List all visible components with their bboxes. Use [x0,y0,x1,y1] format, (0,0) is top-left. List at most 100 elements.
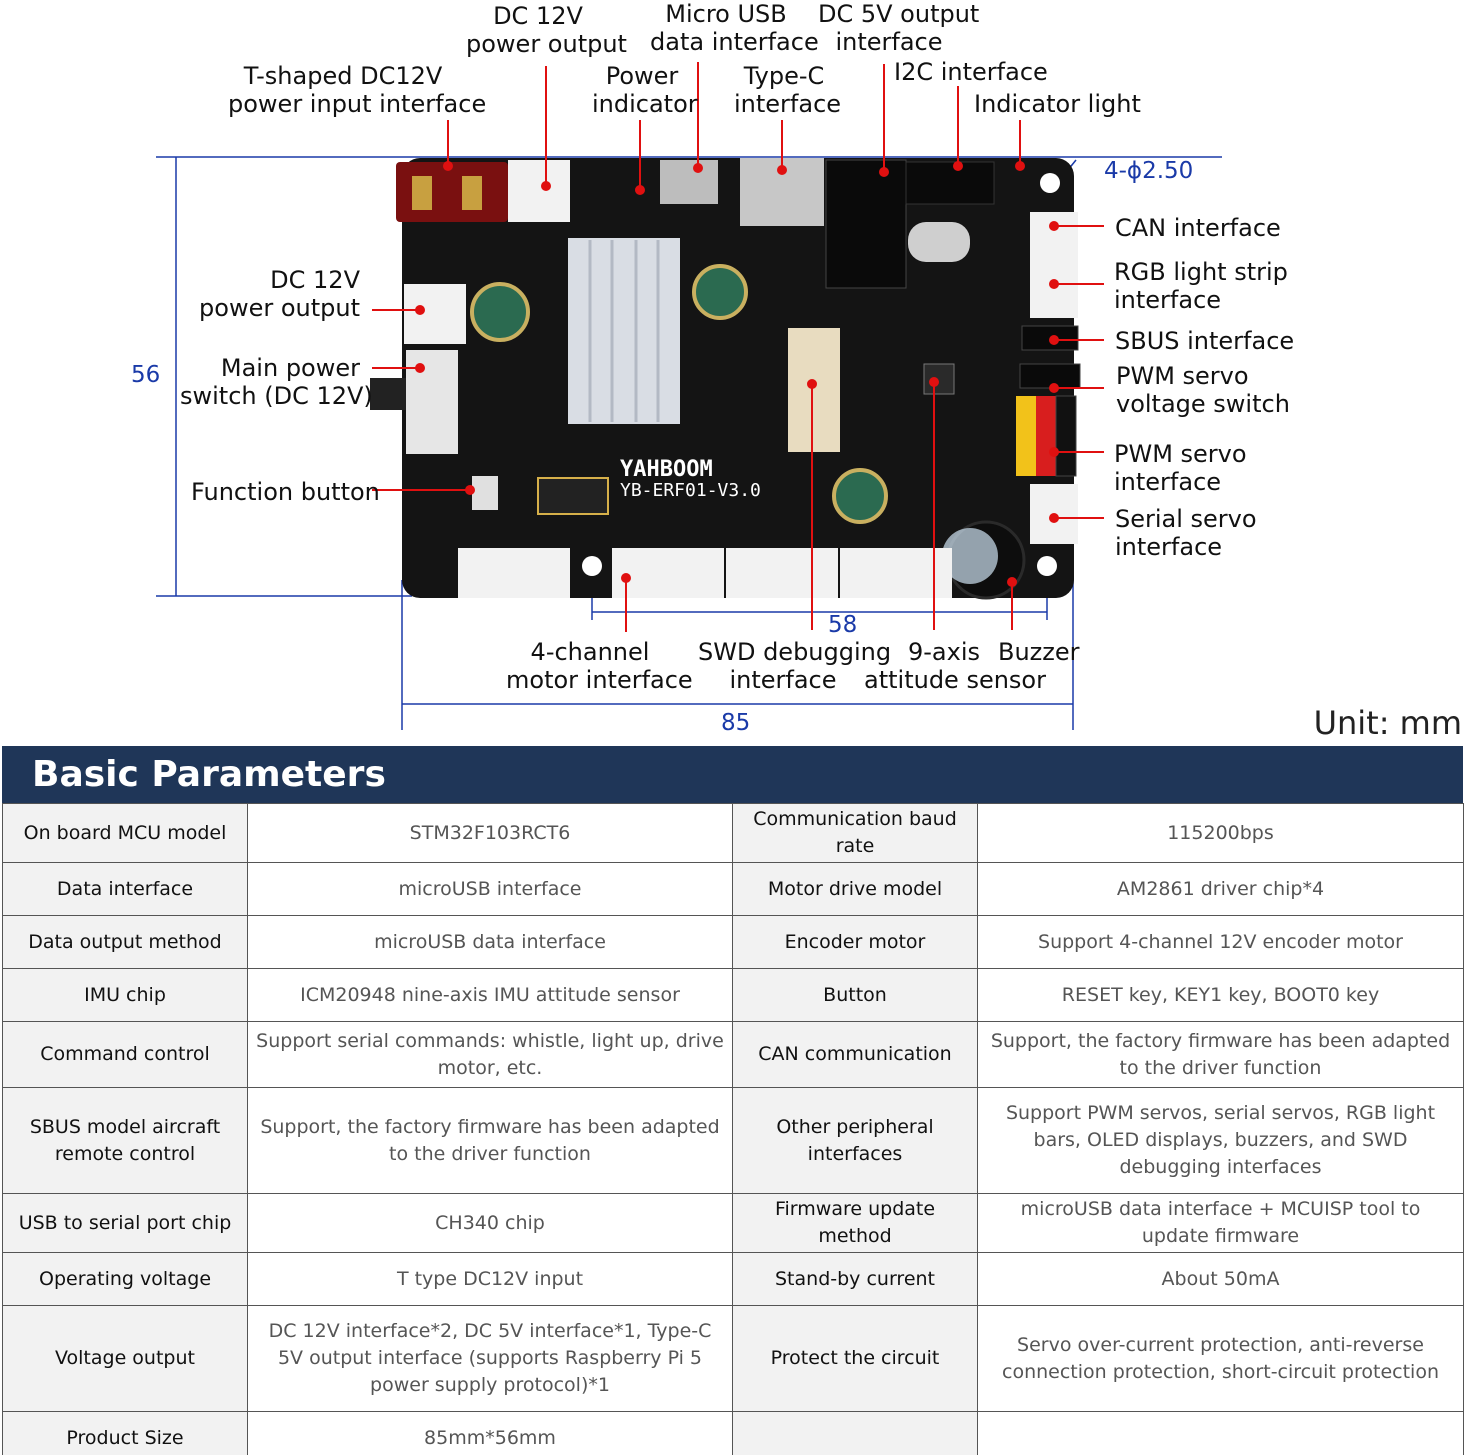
label-function-button: Function button [191,478,380,506]
label-hole-dimension: 4-ϕ2.50 [1104,158,1194,184]
capacitor [692,264,748,320]
param-value: 115200bps [977,803,1464,863]
dimension-width: 85 [721,710,751,736]
param-value: DC 12V interface*2, DC 5V interface*1, T… [247,1305,733,1412]
unit-label: Unit: mm [1313,704,1462,742]
param-key: Operating voltage [2,1252,248,1306]
param-key: Command control [2,1021,248,1088]
param-key: Voltage output [2,1305,248,1412]
dc12v-connector-left [404,284,466,344]
param-value: microUSB interface [247,862,733,916]
param-value: About 50mA [977,1252,1464,1306]
param-key: SBUS model aircraft remote control [2,1087,248,1194]
param-value [977,1411,1464,1455]
param-value: microUSB data interface [247,915,733,969]
pcb-illustration: YAHBOOM YB-ERF01-V3.0 [156,62,1222,730]
board-model: YB-ERF01-V3.0 [620,480,761,501]
pointer-lines [372,62,1104,632]
imu-chip [923,363,955,395]
capacitor [832,468,888,524]
mount-hole [582,556,602,576]
param-key [732,1411,978,1455]
function-button [472,476,498,510]
param-value: CH340 chip [247,1193,733,1253]
param-value: Support, the factory firmware has been a… [977,1021,1464,1088]
label-sbus: SBUS interface [1115,327,1295,355]
motor-connector [726,548,838,598]
params-title: Basic Parameters [2,746,1463,803]
capacitor [470,282,530,342]
param-value: Support, the factory firmware has been a… [247,1087,733,1194]
dc5v-jack [825,159,907,289]
param-key: Communication baud rate [732,803,978,863]
mount-hole [1040,173,1060,193]
label-indicator-light: Indicator light [974,90,1141,118]
pwm-jumper [1019,363,1081,389]
param-value: 85mm*56mm [247,1411,733,1455]
pwm-servo-header [1016,395,1077,477]
param-key: Other peripheral interfaces [732,1087,978,1194]
swd-connector [788,328,840,452]
param-key: Protect the circuit [732,1305,978,1412]
param-value: RESET key, KEY1 key, BOOT0 key [977,968,1464,1022]
param-key: IMU chip [2,968,248,1022]
param-value: AM2861 driver chip*4 [977,862,1464,916]
mount-hole [1037,556,1057,576]
param-key: Firmware update method [732,1193,978,1253]
param-key: CAN communication [732,1021,978,1088]
param-key: Data output method [2,915,248,969]
can-connector [1030,212,1078,266]
motor-connector [458,548,570,598]
param-value: STM32F103RCT6 [247,803,733,863]
pointer-dots [415,161,1059,587]
param-key: Button [732,968,978,1022]
dimension-height: 56 [131,362,161,388]
param-key: Data interface [2,862,248,916]
param-key: Product Size [2,1411,248,1455]
param-key: On board MCU model [2,803,248,863]
main-power-switch [406,350,458,454]
label-can: CAN interface [1115,214,1281,242]
motor-connector [612,548,724,598]
label-buzzer: Buzzer [998,638,1080,666]
param-value: Support PWM servos, serial servos, RGB l… [977,1087,1464,1194]
param-key: Motor drive model [732,862,978,916]
param-value: ICM20948 nine-axis IMU attitude sensor [247,968,733,1022]
i2c-header [905,161,995,205]
param-key: Encoder motor [732,915,978,969]
param-key: Stand-by current [732,1252,978,1306]
param-value: Support serial commands: whistle, light … [247,1021,733,1088]
heatsink [568,238,680,424]
dc12v-connector-top [508,160,570,222]
rgb-connector [1030,262,1078,318]
param-value: T type DC12V input [247,1252,733,1306]
micro-usb-port [660,160,718,204]
param-value: microUSB data interface + MCUISP tool to… [977,1193,1464,1253]
param-value: Servo over-current protection, anti-reve… [977,1305,1464,1412]
